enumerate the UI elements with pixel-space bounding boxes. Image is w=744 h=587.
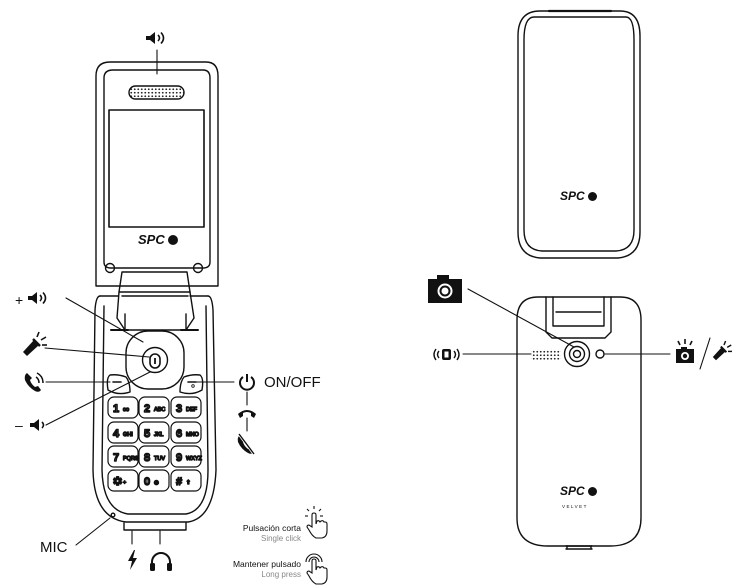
key-letters: ⇧ (186, 479, 191, 486)
legend-short-en: Single click (260, 533, 301, 543)
key-letters: JKL (154, 432, 163, 438)
key-4 (107, 421, 139, 444)
key-letters: PQRS (123, 456, 139, 462)
headphones-icon (150, 552, 172, 571)
brand-mark-icon (167, 235, 178, 245)
phone-back-bottom (462, 288, 711, 550)
brand-logo-front: SPC (138, 232, 178, 247)
key-number: 3 (176, 403, 182, 415)
tap-icon (305, 506, 328, 539)
legend-single-click: Pulsación corta Single click (0, 523, 301, 543)
vibration-icon (433, 348, 460, 361)
key-2 (138, 396, 170, 419)
brand-logo-back-top: SPC (560, 189, 597, 203)
charge-icon (128, 550, 137, 570)
legend-short-es: Pulsación corta (242, 523, 301, 533)
key-11 (138, 469, 170, 492)
key-number: 1 (113, 403, 119, 415)
key-letters: GHI (123, 432, 133, 438)
key-9 (170, 445, 202, 468)
key-letters: WXYZ (186, 456, 203, 462)
volume-up-icon (28, 291, 47, 305)
brand-text: SPC (560, 484, 585, 498)
minus-label: – (15, 417, 23, 433)
ok-key-icon (149, 353, 161, 369)
key-3 (170, 396, 202, 419)
brand-text: SPC (138, 232, 165, 247)
camera-icon (428, 275, 462, 303)
phone-front-bottom (92, 295, 217, 531)
key-10 (107, 469, 139, 492)
speaker-icon (146, 31, 165, 45)
key-number: 2 (144, 403, 150, 415)
key-number: 7 (113, 452, 119, 464)
flashlight-icon-2 (712, 340, 733, 361)
key-8 (138, 445, 170, 468)
brand-mark-icon (587, 487, 597, 496)
key-letters: oo (123, 407, 129, 413)
phone-front-top (95, 61, 219, 287)
key-number: 4 (113, 428, 120, 440)
key-number: # (176, 476, 182, 488)
key-6 (170, 421, 202, 444)
key-letters: MNO (186, 432, 200, 438)
callout-lines (44, 49, 248, 546)
key-letters: DEF (186, 407, 198, 413)
model-name: VELVET (562, 504, 588, 509)
plus-label: + (15, 292, 24, 308)
long-press-icon (305, 553, 328, 585)
phone-back-top (517, 9, 641, 259)
key-7 (107, 445, 139, 468)
key-number: 0 (144, 476, 150, 488)
on-off-label: ON/OFF (264, 374, 321, 391)
key-letters: TUV (154, 456, 165, 462)
key-5 (138, 421, 170, 444)
key-number: 6 (176, 428, 182, 440)
camera-flash-icon (676, 339, 694, 363)
key-letters: ◎ (154, 480, 159, 486)
key-1 (107, 396, 139, 419)
call-icon (24, 372, 44, 392)
key-12 (170, 469, 202, 492)
key-number: 8 (144, 452, 150, 464)
phone-hinge (116, 271, 195, 331)
key-letters: ABC (154, 407, 165, 413)
flashlight-icon (23, 331, 47, 356)
brand-mark-icon (587, 192, 597, 201)
brand-logo-back: SPC (560, 484, 597, 498)
key-number: ✱ (113, 476, 122, 488)
mic-label: MIC (40, 539, 68, 556)
volume-down-icon (30, 419, 45, 431)
end-call-icon (238, 410, 256, 418)
key-letters: + (123, 480, 126, 486)
reject-call-icon (237, 433, 256, 455)
key-number: 5 (144, 428, 150, 440)
key-number: 9 (176, 452, 182, 464)
brand-text: SPC (560, 189, 585, 203)
power-icon (239, 374, 255, 391)
legend-long-press: Mantener pulsado Long press (0, 559, 301, 579)
legend-long-es: Mantener pulsado (232, 559, 301, 569)
legend-long-en: Long press (261, 569, 301, 579)
